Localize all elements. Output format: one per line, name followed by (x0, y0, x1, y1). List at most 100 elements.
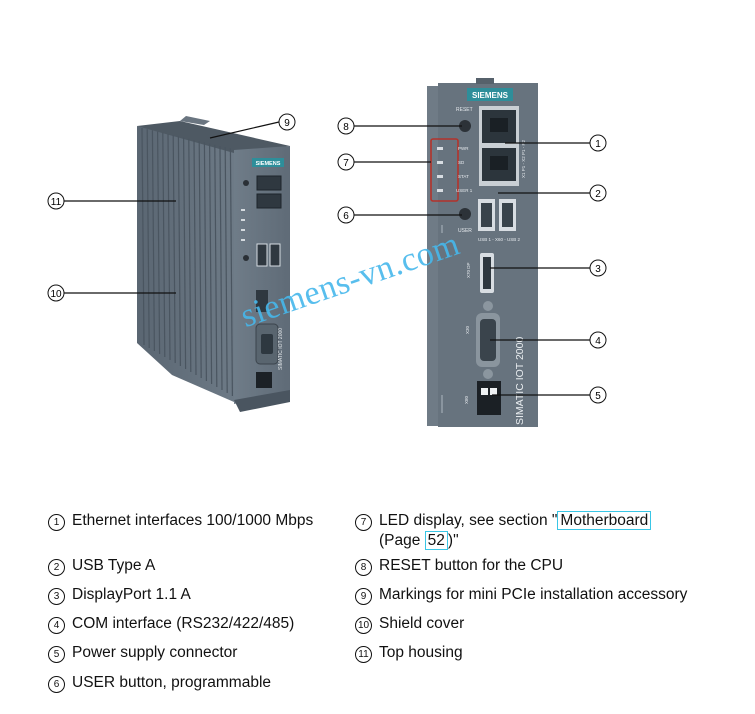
callout-9: 9 (278, 113, 296, 131)
legend-item-7: 7 LED display, see section "Motherboard … (355, 511, 652, 551)
device-figure: SIEMENS SIMATIC IOT 2000 (47, 78, 607, 427)
callout-11: 11 (47, 192, 65, 210)
heatsink-fins (141, 127, 233, 397)
usb-port-2-socket (502, 203, 513, 227)
legend-number: 6 (48, 676, 65, 693)
power-connector (477, 381, 501, 415)
ethernet-port-1-left (256, 175, 282, 191)
ethernet-port-2-left (256, 193, 282, 209)
legend-item-11: 11 Top housing (355, 643, 463, 663)
led-label-pwr: PWR (458, 146, 469, 151)
com-port-label: X30 (465, 325, 470, 334)
product-name-vertical: SIMATIC IOT 2000 (514, 337, 526, 425)
legend-text: Shield cover (379, 615, 465, 632)
callout-1: 1 (589, 134, 607, 152)
legend-number: 8 (355, 559, 372, 576)
callout-10: 10 (47, 284, 65, 302)
svg-text:1: 1 (595, 139, 601, 150)
legend-text: USB Type A (72, 557, 156, 574)
com-port-pins (480, 319, 496, 361)
brand-strip-front (467, 88, 513, 101)
user-label: USER (458, 228, 472, 234)
legend-item-5: 5 Power supply connector (48, 643, 237, 663)
legend-item-4: 4 COM interface (RS232/422/485) (48, 614, 294, 634)
legend-text: Top housing (379, 644, 463, 661)
reset-button (459, 120, 471, 132)
leader-9 (209, 121, 280, 139)
led-column-left (241, 209, 245, 241)
side-text-left: SIMATIC IOT 2000 (278, 328, 284, 370)
legend-text: Power supply connector (72, 644, 238, 661)
legend-text: RESET button for the CPU (379, 557, 564, 574)
ethernet-label: X1 P1 - X2 P1 - P2 (521, 139, 526, 178)
bottom-clip (234, 390, 290, 412)
legend-quote-open: " (551, 512, 558, 529)
legend-text-7: LED display, see section "Motherboard (P… (379, 511, 652, 551)
usb-port-1-socket (481, 203, 492, 227)
legend-text-part: LED display, see section (379, 512, 552, 529)
com-screw-top (483, 301, 493, 311)
pcie-marking-tab (180, 116, 210, 125)
power-terminal-2 (490, 388, 497, 395)
displayport-label: X70 DP (466, 262, 471, 278)
heatsink-fin (229, 148, 233, 397)
brand-logo-small: SIEMENS (256, 161, 281, 167)
led-label-user1: USER 1 (456, 188, 473, 193)
callout-2: 2 (589, 184, 607, 202)
legend-number: 3 (48, 588, 65, 605)
legend-text-part: )" (447, 532, 459, 549)
legend-text: Ethernet interfaces 100/1000 Mbps (72, 512, 314, 529)
legend-item-6: 6 USER button, programmable (48, 673, 271, 693)
heatsink-fin (151, 130, 155, 352)
svg-text:10: 10 (50, 289, 62, 300)
heatsink-fin (177, 136, 181, 367)
heatsink-fin (219, 145, 223, 391)
reset-label: RESET (456, 107, 473, 113)
heatsink-fin (209, 143, 213, 385)
legend-item-9: 9 Markings for mini PCIe installation ac… (355, 585, 687, 605)
legend-number: 4 (48, 617, 65, 634)
mounting-marks (441, 225, 443, 413)
com-port-left-pins (261, 334, 273, 354)
com-screw-bottom (483, 369, 493, 379)
motherboard-link[interactable]: Motherboard (557, 511, 652, 530)
svg-text:2: 2 (595, 189, 601, 200)
legend-text: Markings for mini PCIe installation acce… (379, 586, 688, 603)
callout-4: 4 (589, 331, 607, 349)
heatsink-fin (146, 129, 150, 349)
usb-port-1-left (256, 243, 268, 267)
heatsink-fin (214, 144, 218, 388)
heatsink-fin (183, 137, 187, 370)
callout-circles: 9 11 10 8 7 6 1 2 3 4 5 (47, 113, 607, 404)
callout-8: 8 (337, 117, 355, 135)
callout-lines (64, 121, 590, 396)
svg-text:5: 5 (595, 391, 601, 402)
callout-5: 5 (589, 386, 607, 404)
legend-item-10: 10 Shield cover (355, 614, 464, 634)
led-column (437, 147, 443, 192)
svg-text:8: 8 (343, 122, 349, 133)
led-label-stat: STAT (458, 174, 469, 179)
page-link[interactable]: 52 (424, 531, 448, 550)
ethernet-port-1-socket (490, 118, 508, 132)
heatsink-fin (198, 141, 202, 379)
callout-7: 7 (337, 153, 355, 171)
heatsink-fin (167, 133, 171, 361)
heatsink-fin (157, 131, 161, 355)
legend-item-1: 1 Ethernet interfaces 100/1000 Mbps (48, 511, 313, 531)
svg-text:9: 9 (284, 118, 290, 129)
svg-text:3: 3 (595, 264, 601, 275)
displayport-left (256, 290, 268, 312)
svg-text:11: 11 (51, 197, 62, 208)
usb-port-2-left (269, 243, 281, 267)
brand-strip (252, 158, 284, 167)
usb-label: USB 1 - X60 - USB 2 (478, 237, 521, 242)
legend-number: 10 (355, 617, 372, 634)
legend-number: 2 (48, 559, 65, 576)
heatsink-fin (141, 127, 145, 346)
legend-number: 11 (355, 646, 372, 663)
heatsink-fin (193, 139, 197, 376)
power-connector-left (256, 372, 272, 388)
svg-text:6: 6 (343, 211, 349, 222)
legend-text-part: (Page (379, 532, 425, 549)
